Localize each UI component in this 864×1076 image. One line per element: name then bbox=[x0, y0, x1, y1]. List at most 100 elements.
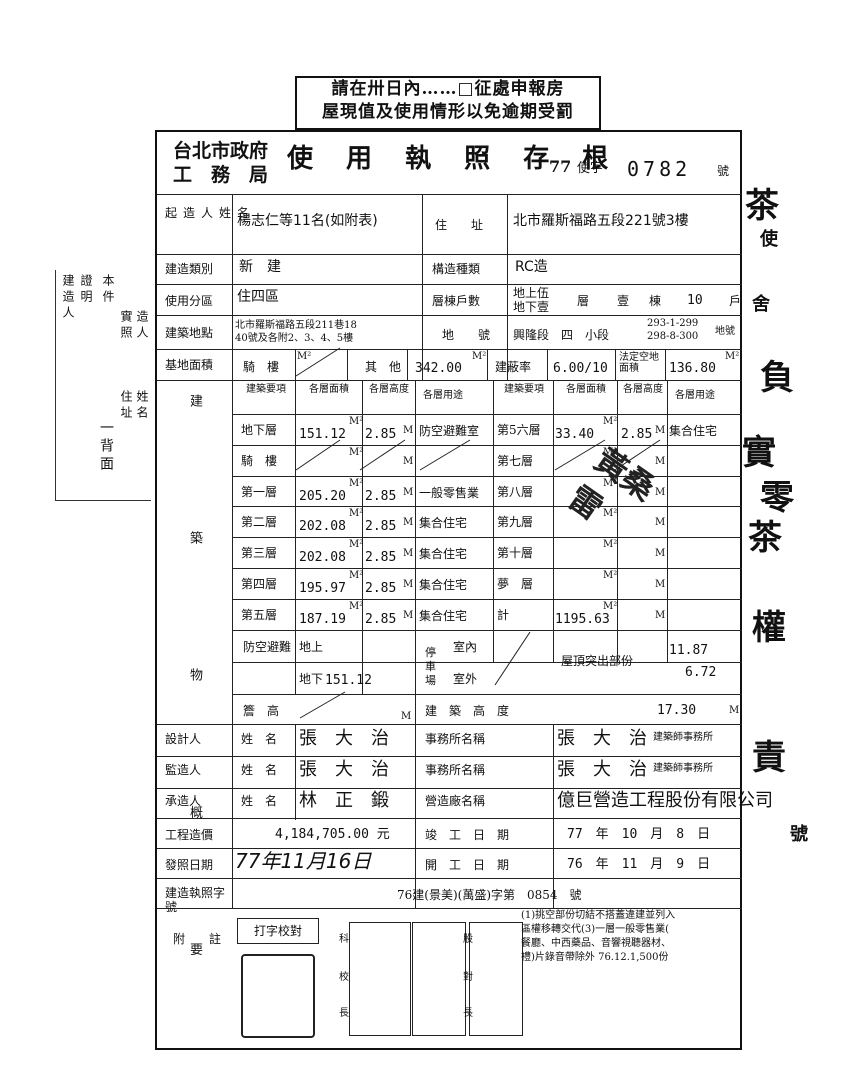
right-unit-area: M² bbox=[603, 600, 618, 612]
roof-val1: 11.87 bbox=[669, 643, 709, 658]
bh-label: 建 築 高 度 bbox=[425, 704, 510, 718]
col-use-r: 各層用途 bbox=[675, 390, 715, 401]
right-unit-area: M² bbox=[603, 446, 618, 458]
agency-line2: 工 務 局 bbox=[173, 164, 269, 186]
col-area-l: 各層面積 bbox=[309, 384, 349, 395]
left-unit-height: M bbox=[403, 455, 414, 467]
person-name: 張 大 治 bbox=[299, 728, 389, 749]
left-row-height: 2.85 bbox=[365, 581, 397, 596]
left-row-name: 第四層 bbox=[241, 577, 278, 591]
other-label: 其 他 bbox=[365, 360, 402, 374]
seal-left bbox=[241, 954, 315, 1038]
left-unit-area: M² bbox=[349, 477, 364, 489]
person-role: 承造人 bbox=[165, 794, 202, 808]
number-suffix: 號 bbox=[717, 164, 730, 178]
remarks-label: 附 註 bbox=[173, 932, 228, 946]
note-1: (1)挑空部份切結不搭蓋違建並列入 bbox=[521, 910, 676, 921]
person-name-label: 姓 名 bbox=[241, 794, 278, 808]
seal-label-4: 長 bbox=[463, 1008, 473, 1019]
bldg-word: 棟 bbox=[649, 294, 662, 308]
left-unit-area: M² bbox=[349, 508, 364, 520]
margin-col7: 住址 bbox=[119, 390, 133, 422]
right-margin-char: 零 bbox=[760, 478, 794, 518]
left-row-area: 151.12 bbox=[299, 427, 346, 442]
left-row-height: 2.85 bbox=[365, 488, 397, 504]
person-office-suffix: 建築師事務所 bbox=[653, 732, 713, 743]
permit-type: 使字 bbox=[577, 161, 604, 176]
right-margin-char: 使 bbox=[760, 229, 778, 250]
seal-label-5: 校 bbox=[339, 972, 349, 983]
person-name-label: 姓 名 bbox=[241, 732, 278, 746]
zoning-label: 使用分區 bbox=[165, 294, 214, 308]
right-row-name: 計 bbox=[497, 607, 510, 622]
right-row-name: 第七層 bbox=[497, 453, 534, 468]
address-label: 住 址 bbox=[435, 218, 490, 232]
roof-label: 屋頂突出部份 bbox=[561, 654, 634, 668]
right-row-name: 夢 層 bbox=[497, 577, 534, 591]
shelter-below-val: 151.12 bbox=[325, 673, 372, 688]
other-value: 342.00 bbox=[415, 361, 462, 376]
margin-col2: 證明 bbox=[79, 274, 93, 306]
site-value2: 40號及各附2、3、4、5樓 bbox=[235, 333, 354, 344]
right-unit-height: M bbox=[655, 609, 666, 621]
right-unit-height: M bbox=[655, 548, 666, 560]
col-item-r: 建築要項 bbox=[504, 384, 544, 395]
right-row-height: 2.85 bbox=[621, 427, 653, 442]
cost-label: 工程造價 bbox=[165, 828, 214, 842]
left-unit-height: M bbox=[403, 579, 414, 590]
right-unit-area: M² bbox=[603, 477, 618, 489]
bh-value: 17.30 bbox=[657, 703, 697, 718]
left-unit-area: M² bbox=[349, 539, 364, 551]
seal-label-6: 對 bbox=[463, 972, 473, 983]
right-margin-char: 權 bbox=[752, 608, 786, 648]
issue-label: 發照日期 bbox=[165, 858, 214, 872]
arcade-label: 騎 樓 bbox=[243, 360, 280, 374]
right-margin-char: 負 bbox=[760, 358, 794, 398]
lot-num2: 298-8-300 bbox=[647, 331, 699, 342]
right-margin-char: 茶 bbox=[745, 186, 779, 226]
left-margin-note: 建造人 證明 本件 實照 造人 姓名 住址 一背面 bbox=[55, 270, 151, 501]
shelter-above: 地上 bbox=[299, 640, 324, 654]
lot-value: 興隆段 四 小段 bbox=[513, 328, 610, 342]
seal-director bbox=[412, 922, 466, 1036]
col-area-r: 各層面積 bbox=[566, 384, 606, 395]
structure-value: RC造 bbox=[515, 259, 548, 275]
right-margin-char: 責 bbox=[752, 738, 786, 778]
start-value: 76 年 11 月 9 日 bbox=[567, 857, 711, 872]
left-row-use: 集合住宅 bbox=[419, 516, 468, 531]
right-unit-height: M bbox=[655, 579, 666, 590]
coverage-label: 建蔽率 bbox=[495, 360, 532, 374]
notice-line2: 屋現值及使用情形以免逾期受罰 bbox=[322, 102, 574, 122]
right-row-use: 集合住宅 bbox=[669, 424, 718, 438]
zoning-value: 住四區 bbox=[237, 289, 279, 305]
person-office-suffix: 建築師事務所 bbox=[653, 763, 713, 774]
unit-other: M² bbox=[472, 351, 487, 362]
floors-label: 層棟戶數 bbox=[432, 294, 481, 308]
note-2: 區權移轉交代(3)一層一般零售業( bbox=[521, 924, 670, 935]
address-value: 北市羅斯福路五段221號3樓 bbox=[513, 213, 689, 229]
right-margin-char: 號 bbox=[790, 824, 808, 845]
left-row-name: 第五層 bbox=[241, 607, 278, 622]
seal-section-chief bbox=[349, 922, 411, 1036]
coverage-value: 6.00/10 bbox=[553, 361, 608, 376]
left-row-name: 地下層 bbox=[241, 423, 278, 437]
notice-line1: 請在卅日內……□征處申報房 bbox=[331, 79, 565, 99]
left-row-use: 集合住宅 bbox=[419, 578, 468, 592]
person-office: 張 大 治 bbox=[557, 728, 647, 749]
layer-word: 層 bbox=[577, 294, 590, 308]
person-office-label: 營造廠名稱 bbox=[425, 794, 486, 808]
left-row-name: 第三層 bbox=[241, 546, 278, 561]
year: 77 bbox=[549, 157, 572, 176]
permit-value: 76建(景美)(萬盛)字第 0854 號 bbox=[397, 888, 582, 902]
person-name: 林 正 鍛 bbox=[299, 790, 389, 811]
left-row-height: 2.85 bbox=[365, 550, 397, 566]
done-label: 竣 工 日 期 bbox=[425, 828, 510, 842]
col-item-l: 建築要項 bbox=[246, 384, 286, 395]
site-value1: 北市羅斯福路五段211巷18 bbox=[235, 320, 357, 331]
building-side-label: 建 築 物 概 要 bbox=[187, 394, 202, 1016]
right-row-area: 33.40 bbox=[555, 427, 595, 442]
right-unit-height: M bbox=[655, 425, 666, 436]
agency-line1: 台北市政府 bbox=[173, 140, 269, 162]
seal-label-1: 科 bbox=[339, 934, 349, 945]
builder-value: 楊志仁等11名(如附表) bbox=[237, 213, 378, 229]
